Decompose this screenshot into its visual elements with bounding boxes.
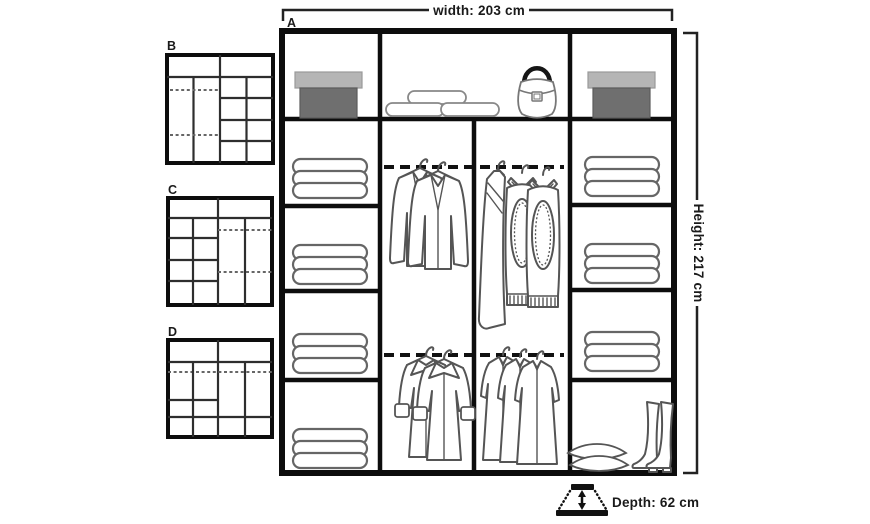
wardrobe-a-label: A: [287, 16, 296, 30]
depth-dimension-label: Depth: 62 cm: [612, 495, 699, 510]
width-dimension-label: width: 203 cm: [432, 3, 525, 18]
hanging-garment-icon: [477, 160, 506, 330]
variant-d-diagram: D: [166, 325, 274, 439]
variant-c-diagram: C: [166, 183, 274, 307]
width-dimension: width: 203 cm: [281, 3, 674, 21]
wardrobe-a-frame: [279, 28, 677, 476]
variant-c-label: C: [168, 183, 177, 197]
duvet-rolls-icon: [385, 90, 500, 117]
variant-d-label: D: [168, 325, 177, 339]
pillows-icon: [567, 443, 629, 472]
wardrobe-a-contents: [291, 66, 674, 473]
shoe-box-icon: [294, 71, 363, 119]
variant-b-label: B: [167, 39, 176, 53]
folded-stack-icon: [583, 155, 661, 198]
height-dimension: Height: 217 cm: [683, 31, 706, 475]
depth-indicator: Depth: 62 cm: [556, 484, 699, 516]
height-dimension-label: Height: 217 cm: [691, 204, 706, 303]
coats-icon: [394, 346, 476, 461]
folded-stack-icon: [291, 243, 369, 286]
handbag-icon: [517, 66, 557, 119]
variant-b-diagram: B: [165, 39, 275, 165]
folded-stack-icon: [583, 242, 661, 285]
sweaters-icon: [477, 160, 561, 330]
jackets-icon: [389, 158, 469, 270]
folded-stack-icon: [291, 427, 369, 470]
folded-stack-icon: [583, 330, 661, 373]
folded-stack-icon: [291, 157, 369, 200]
shirts-icon: [480, 346, 560, 465]
depth-arrow-icon: [556, 484, 608, 516]
shoe-box-icon: [587, 71, 656, 119]
folded-stack-icon: [291, 332, 369, 375]
boots-icon: [631, 401, 674, 473]
